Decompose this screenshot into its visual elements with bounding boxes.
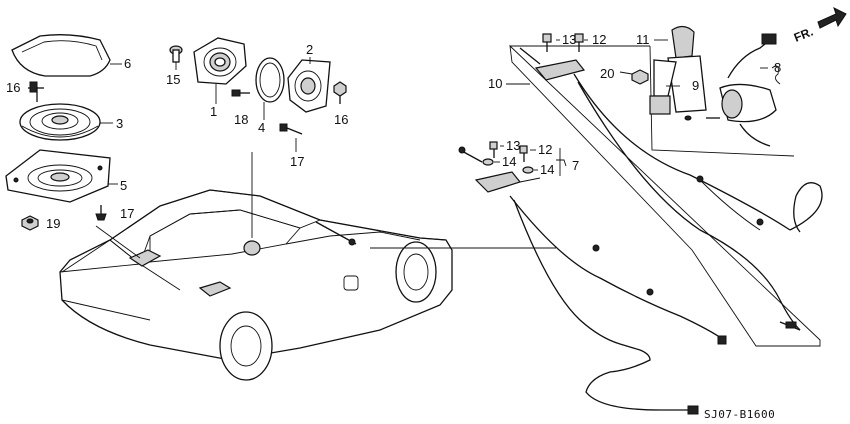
- callout-labels: 6 16 3 5 19 17 15 1 18 4 2 16 17 13 12 1…: [6, 32, 781, 231]
- antenna-motor: [631, 25, 781, 147]
- screw-part: [28, 81, 44, 102]
- part-cover: [11, 34, 111, 77]
- callout-5: 5: [120, 178, 127, 193]
- callout-13-lower: 13: [506, 138, 520, 153]
- callout-19: 19: [46, 216, 60, 231]
- callout-10: 10: [488, 76, 502, 91]
- front-direction-marker: FR.: [792, 7, 847, 45]
- callout-12-lower: 12: [538, 142, 552, 157]
- callout-11: 11: [636, 32, 650, 47]
- callout-16-right: 16: [334, 112, 348, 127]
- callout-14-left: 14: [502, 154, 516, 169]
- callout-13-top: 13: [562, 32, 576, 47]
- part-speaker-bracket: [193, 37, 247, 85]
- callout-1: 1: [210, 104, 217, 119]
- callout-16-left: 16: [6, 80, 20, 95]
- antenna-assembly-upper: [509, 44, 823, 347]
- callout-3: 3: [116, 116, 123, 131]
- callout-9: 9: [692, 78, 699, 93]
- callout-20: 20: [600, 66, 614, 81]
- callout-7: 7: [572, 158, 579, 173]
- antenna-assembly-lower: [458, 146, 727, 415]
- callout-2: 2: [306, 42, 313, 57]
- leader-lines: [494, 39, 768, 176]
- part-gasket: [255, 57, 285, 103]
- part-speaker-frame: [5, 149, 111, 203]
- part-speaker: [19, 103, 101, 141]
- callout-18: 18: [234, 112, 248, 127]
- nut-part: [21, 215, 39, 231]
- screw-part-4: [279, 123, 303, 135]
- fr-arrow-icon: [817, 7, 847, 29]
- callout-12-top: 12: [592, 32, 606, 47]
- screw-set-upper: [542, 33, 584, 52]
- callout-14-right: 14: [540, 162, 554, 177]
- diagram-code: SJ07-B1600: [704, 408, 775, 421]
- callout-6: 6: [124, 56, 131, 71]
- callout-8: 8: [774, 60, 781, 75]
- callout-4: 4: [258, 120, 265, 135]
- car-body: [59, 189, 453, 381]
- callout-15: 15: [166, 72, 180, 87]
- part-tweeter: [287, 59, 331, 113]
- callout-17-left: 17: [120, 206, 134, 221]
- screw-set-lower: [482, 141, 534, 174]
- clip-part: [95, 205, 107, 221]
- screw-part-2: [231, 89, 250, 97]
- bolt-part: [169, 45, 183, 63]
- callout-17-right: 17: [290, 154, 304, 169]
- fr-label: FR.: [792, 25, 815, 45]
- screw-part-3: [333, 81, 347, 104]
